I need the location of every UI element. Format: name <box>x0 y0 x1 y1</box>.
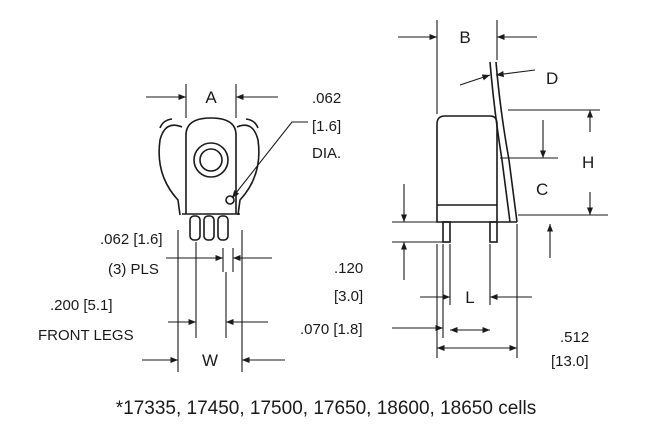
dim-l-label: L <box>465 288 474 307</box>
holder-body <box>185 117 237 214</box>
right-spring-tip <box>245 118 259 129</box>
dim-c-label: C <box>536 180 548 199</box>
side-dimensions <box>392 20 608 358</box>
front-view <box>158 117 260 241</box>
dim-b-label: B <box>459 28 470 47</box>
pin-count-label: (3) PLS <box>108 261 159 278</box>
dim-w-label: W <box>202 351 218 370</box>
overall-mm: [13.0] <box>551 353 589 370</box>
hole-dia-suffix: DIA. <box>312 145 341 162</box>
dim-a-label: A <box>205 88 217 107</box>
pin-length-mm: [3.0] <box>334 288 363 305</box>
front-legs-label: FRONT LEGS <box>38 327 134 344</box>
dim-d-label: D <box>546 69 558 88</box>
pin-width-label: .062 [1.6] <box>100 231 163 248</box>
leg-spacing-label: .070 [1.8] <box>300 321 363 338</box>
terminal-ring-outer <box>193 142 229 178</box>
terminal-ring-inner <box>199 148 223 172</box>
pin-left <box>189 215 201 241</box>
footnote-cells: *17335, 17450, 17500, 17650, 18600, 1865… <box>116 398 536 419</box>
front-legs-dim: .200 [5.1] <box>50 297 113 314</box>
dim-h-label: H <box>582 153 594 172</box>
holder-side-body <box>436 115 498 223</box>
left-spring-arm <box>158 124 183 216</box>
mounting-hole <box>225 195 235 205</box>
pin-right <box>217 215 229 241</box>
front-dimensions <box>142 84 308 372</box>
overall-in: .512 <box>560 329 589 346</box>
right-spring-arm <box>236 124 260 216</box>
left-spring-tip <box>159 118 173 129</box>
pin-center <box>203 215 215 241</box>
spring-side-outer <box>489 61 511 223</box>
leg-left <box>442 221 451 243</box>
hole-dia-in: .062 <box>312 90 341 107</box>
side-view <box>436 61 518 243</box>
pin-length-in: .120 <box>334 260 363 277</box>
hole-dia-mm: [1.6] <box>312 118 341 135</box>
leg-right <box>489 221 498 243</box>
